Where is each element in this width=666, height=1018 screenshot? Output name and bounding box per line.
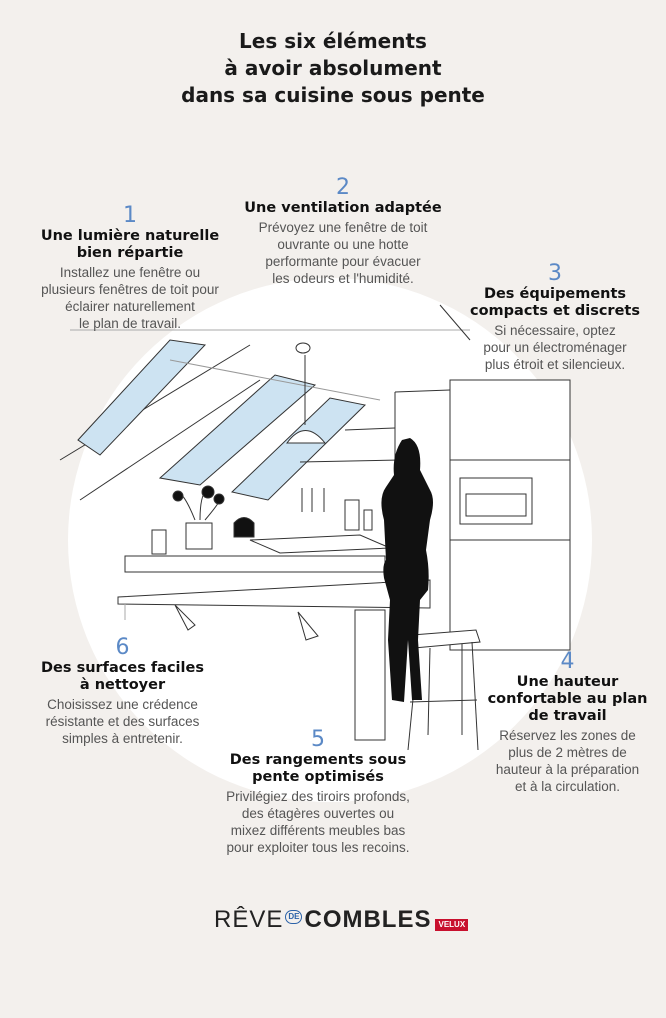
title-line: Les six éléments	[239, 29, 427, 53]
tip-body: Installez une fenêtre ou plusieurs fenêt…	[41, 265, 219, 331]
tip-2: 2 Une ventilation adaptée Prévoyez une f…	[233, 176, 453, 287]
tip-body: Choisissez une crédence résistante et de…	[45, 697, 200, 746]
tip-body: Si nécessaire, optez pour un électroména…	[483, 323, 627, 372]
roof-window-1	[77, 339, 207, 456]
reve-de-combles-logo: RÊVE DE COMBLES VELUX	[214, 904, 469, 936]
tip-heading: Des équipements compacts et discrets	[470, 286, 640, 319]
tip-3: 3 Des équipements compacts et discrets S…	[460, 262, 650, 373]
kitchen-drawing	[59, 304, 571, 751]
tip-number: 1	[123, 203, 137, 228]
tip-number: 2	[336, 175, 350, 200]
tip-5: 5 Des rangements sous pente optimisés Pr…	[203, 728, 433, 856]
tip-body: Réservez les zones de plus de 2 mètres d…	[495, 728, 640, 794]
tip-6: 6 Des surfaces faciles à nettoyer Choisi…	[25, 636, 220, 747]
roof-window-2	[158, 374, 317, 486]
tip-heading: Une ventilation adaptée	[244, 200, 442, 216]
kitchen-island	[117, 579, 431, 609]
velux-logo: VELUX	[435, 919, 469, 931]
tip-1: 1 Une lumière naturelle bien répartie In…	[20, 204, 240, 332]
tip-number: 5	[311, 727, 325, 752]
page-title: Les six éléments à avoir absolument dans…	[0, 28, 666, 109]
tip-number: 6	[115, 635, 130, 660]
logo-word-reve: RÊVE	[214, 906, 284, 933]
tip-heading: Des surfaces faciles à nettoyer	[41, 660, 204, 693]
tip-body: Prévoyez une fenêtre de toit ouvrante ou…	[258, 220, 428, 286]
title-line: dans sa cuisine sous pente	[181, 83, 485, 107]
tip-body: Privilégiez des tiroirs profonds, des ét…	[226, 789, 410, 855]
title-line: à avoir absolument	[224, 56, 442, 80]
tip-heading: Une hauteur confortable au plan de trava…	[487, 674, 648, 724]
woman-silhouette	[381, 438, 433, 702]
tip-4: 4 Une hauteur confortable au plan de tra…	[480, 650, 655, 795]
tip-number: 4	[560, 649, 575, 674]
roof-window-3	[230, 397, 367, 501]
tip-number: 3	[548, 261, 562, 286]
logo-word-combles: COMBLES	[304, 906, 432, 933]
tip-heading: Une lumière naturelle bien répartie	[40, 228, 220, 261]
tip-heading: Des rangements sous pente optimisés	[229, 752, 407, 785]
logo-connector-de: DE	[285, 910, 303, 924]
